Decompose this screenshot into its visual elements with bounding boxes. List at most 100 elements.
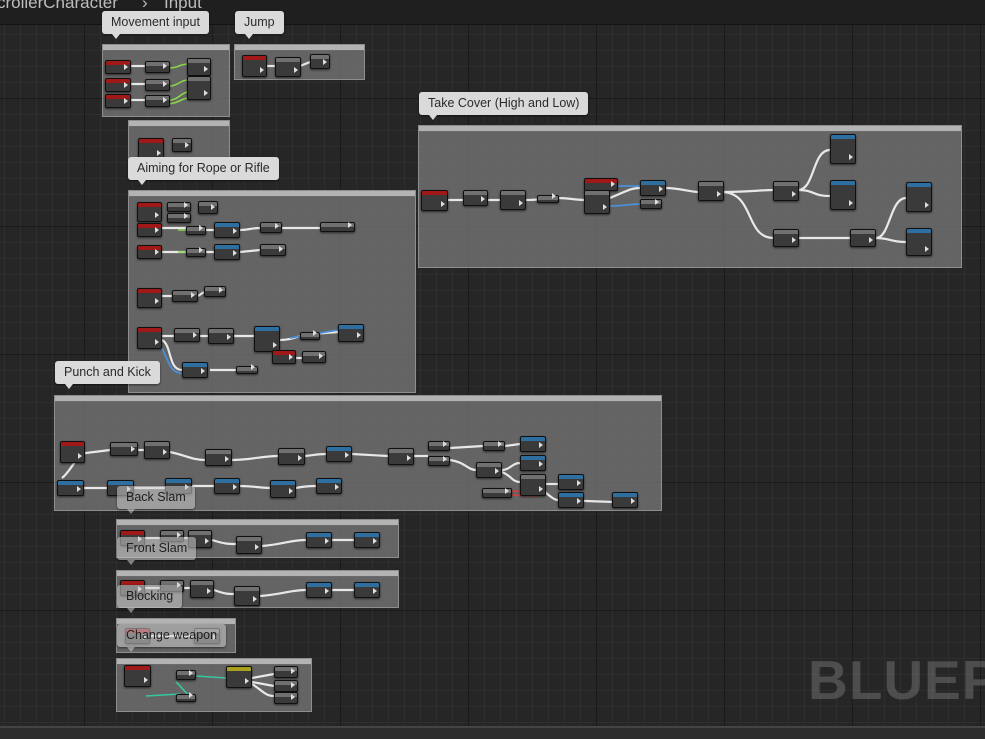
graph-node[interactable] <box>306 582 332 598</box>
graph-node[interactable] <box>275 57 301 77</box>
graph-node[interactable] <box>500 190 526 210</box>
graph-node[interactable] <box>612 492 638 508</box>
graph-node[interactable] <box>144 441 170 459</box>
graph-node[interactable] <box>137 288 162 308</box>
breadcrumb-blueprint[interactable]: crollerCharacter <box>0 0 118 12</box>
graph-node[interactable] <box>187 76 211 100</box>
graph-node[interactable] <box>226 666 252 688</box>
graph-node[interactable] <box>205 449 232 466</box>
graph-node[interactable] <box>773 229 799 247</box>
graph-node[interactable] <box>698 181 724 201</box>
graph-node[interactable] <box>428 441 450 451</box>
graph-node[interactable] <box>463 190 488 206</box>
graph-node[interactable] <box>60 441 85 463</box>
comment-title-movement-input[interactable]: Movement input <box>102 11 209 39</box>
graph-node[interactable] <box>421 190 448 211</box>
graph-node[interactable] <box>198 201 218 214</box>
graph-node[interactable] <box>176 692 196 702</box>
graph-node[interactable] <box>272 350 296 364</box>
graph-node[interactable] <box>214 222 240 238</box>
graph-node[interactable] <box>187 58 211 76</box>
comment-title-jump[interactable]: Jump <box>235 11 284 39</box>
graph-node[interactable] <box>773 181 799 201</box>
graph-node[interactable] <box>145 95 170 107</box>
comment-title-change-weapon[interactable]: Change weapon <box>117 624 227 652</box>
graph-node[interactable] <box>260 244 286 256</box>
graph-node[interactable] <box>640 180 666 196</box>
graph-node[interactable] <box>176 670 196 680</box>
comment-title-front-slam[interactable]: Front Slam <box>117 537 197 565</box>
graph-node[interactable] <box>174 328 200 342</box>
graph-node[interactable] <box>274 680 298 692</box>
graph-node[interactable] <box>520 436 546 452</box>
graph-node[interactable] <box>320 222 355 232</box>
graph-node[interactable] <box>190 580 214 598</box>
graph-node[interactable] <box>388 448 414 465</box>
graph-node[interactable] <box>428 456 450 466</box>
graph-node[interactable] <box>830 134 856 164</box>
graph-node[interactable] <box>236 364 258 374</box>
graph-node[interactable] <box>186 247 206 257</box>
graph-node[interactable] <box>278 448 305 465</box>
graph-node[interactable] <box>306 532 332 548</box>
graph-node[interactable] <box>830 180 856 210</box>
graph-node[interactable] <box>640 199 662 209</box>
graph-node[interactable] <box>476 462 502 478</box>
graph-node[interactable] <box>236 536 262 554</box>
comment-title-blocking[interactable]: Blocking <box>117 585 183 613</box>
graph-node[interactable] <box>167 213 191 223</box>
comment-title-aiming[interactable]: Aiming for Rope or Rifle <box>128 157 279 185</box>
comment-title-punch-kick[interactable]: Punch and Kick <box>55 361 160 389</box>
graph-node[interactable] <box>167 202 191 212</box>
graph-node[interactable] <box>145 79 170 91</box>
graph-node[interactable] <box>906 182 932 212</box>
graph-node[interactable] <box>354 582 380 598</box>
graph-node[interactable] <box>234 586 260 606</box>
graph-node[interactable] <box>57 480 84 496</box>
graph-node[interactable] <box>520 474 546 496</box>
graph-node[interactable] <box>186 225 206 235</box>
graph-node[interactable] <box>137 245 162 259</box>
graph-node[interactable] <box>137 202 162 222</box>
graph-node[interactable] <box>310 54 330 69</box>
graph-node[interactable] <box>172 290 198 302</box>
graph-node[interactable] <box>242 55 267 77</box>
graph-node[interactable] <box>537 193 559 203</box>
graph-node[interactable] <box>172 138 192 152</box>
graph-node[interactable] <box>110 442 138 456</box>
graph-node[interactable] <box>558 492 584 508</box>
graph-node[interactable] <box>270 480 296 498</box>
graph-node[interactable] <box>302 351 326 363</box>
graph-node[interactable] <box>483 441 505 451</box>
graph-node[interactable] <box>182 362 208 378</box>
graph-node[interactable] <box>208 328 234 344</box>
graph-node[interactable] <box>520 455 546 471</box>
graph-node[interactable] <box>326 446 352 462</box>
graph-node[interactable] <box>105 78 131 92</box>
graph-node[interactable] <box>137 223 162 237</box>
graph-node[interactable] <box>105 94 131 108</box>
graph-node[interactable] <box>105 60 131 74</box>
graph-node[interactable] <box>316 478 342 494</box>
comment-title-take-cover[interactable]: Take Cover (High and Low) <box>419 92 589 120</box>
graph-node[interactable] <box>482 488 512 498</box>
graph-node[interactable] <box>214 478 240 494</box>
graph-node[interactable] <box>558 474 584 490</box>
graph-node[interactable] <box>300 330 320 340</box>
graph-node[interactable] <box>204 286 226 297</box>
breadcrumb-graph[interactable]: Input <box>164 0 202 12</box>
graph-node[interactable] <box>137 327 162 349</box>
graph-node[interactable] <box>145 61 170 73</box>
graph-node[interactable] <box>274 666 298 678</box>
graph-node[interactable] <box>260 222 282 233</box>
graph-node[interactable] <box>214 244 240 260</box>
graph-node[interactable] <box>124 665 151 687</box>
graph-node[interactable] <box>906 228 932 256</box>
graph-node[interactable] <box>354 532 380 548</box>
graph-node[interactable] <box>254 326 280 352</box>
graph-node[interactable] <box>584 190 610 214</box>
comment-title-back-slam[interactable]: Back Slam <box>117 486 195 514</box>
graph-node[interactable] <box>850 229 876 247</box>
graph-node[interactable] <box>338 324 364 342</box>
graph-node[interactable] <box>274 692 298 704</box>
